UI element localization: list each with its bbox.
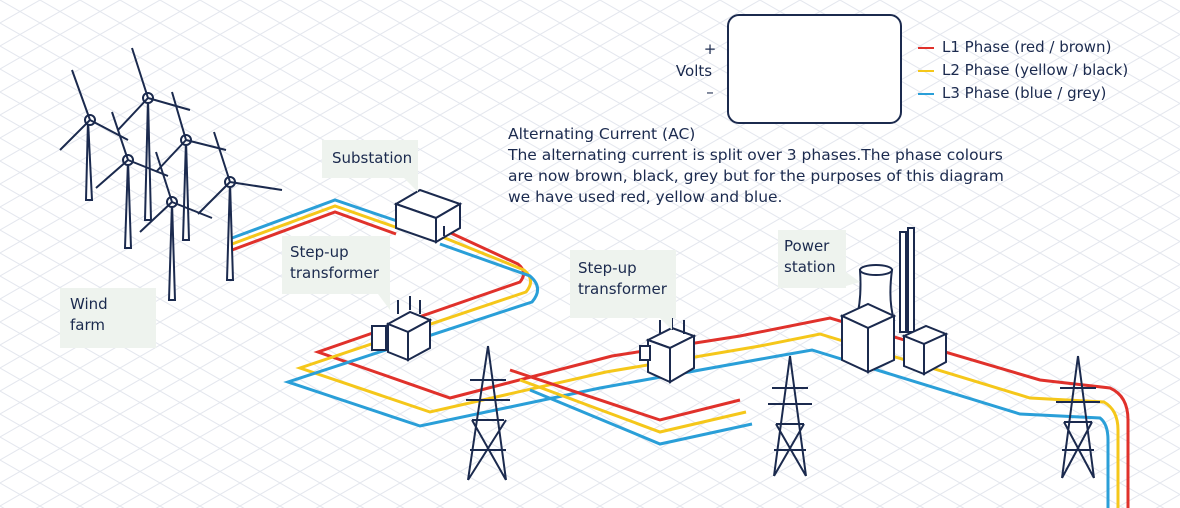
callout-power-station: Power station [778, 230, 846, 288]
power-label-2: station [784, 258, 836, 276]
l3-swatch [918, 92, 934, 95]
power-station [839, 227, 949, 376]
callout-pointer-power [846, 272, 860, 286]
callout-pointer-substation [404, 178, 418, 192]
callout-substation: Substation [322, 140, 418, 178]
legend-l2-label: L2 Phase (yellow / black) [942, 61, 1129, 79]
ac-line-2: are now brown, black, grey but for the p… [508, 167, 1004, 185]
ac-line-3: we have used red, yellow and blue. [508, 188, 783, 206]
transformer-2 [639, 316, 697, 384]
callout-pointer-stepup1 [378, 294, 390, 310]
l1-swatch [918, 46, 934, 49]
callout-stepup-1: Step-up transformer [282, 236, 390, 294]
transformer-1 [371, 296, 433, 362]
power-label-1: Power [784, 237, 830, 255]
stepup2-label-1: Step-up [578, 259, 637, 277]
ac-heading: Alternating Current (AC) [508, 125, 696, 143]
stepup2-label-2: transformer [578, 280, 667, 298]
wind-farm-label-1: Wind [70, 295, 108, 313]
wind-turbine [95, 111, 169, 249]
wind-turbine [155, 91, 227, 241]
stepup1-label-1: Step-up [290, 243, 349, 261]
pylon-3 [1056, 355, 1100, 479]
volts-label: Volts [675, 62, 713, 80]
wind-turbine [139, 151, 213, 301]
callout-pointer-stepup2 [660, 318, 672, 330]
callout-wind-farm: Wind farm [60, 288, 156, 348]
oscilloscope-frame [727, 14, 902, 124]
pylon-1 [466, 345, 510, 481]
ac-line-1: The alternating current is split over 3 … [508, 146, 1003, 164]
legend-l3: L3 Phase (blue / grey) [918, 84, 1106, 102]
stepup1-label-2: transformer [290, 264, 379, 282]
legend-l1: L1 Phase (red / brown) [918, 38, 1111, 56]
wind-farm-label-2: farm [70, 316, 105, 334]
wind-turbine [197, 131, 283, 281]
volts-minus: – [706, 83, 714, 101]
wind-turbine [117, 47, 191, 221]
legend-l1-label: L1 Phase (red / brown) [942, 38, 1112, 56]
l2-swatch [918, 69, 934, 72]
wind-turbine [59, 69, 129, 201]
ac-description: Alternating Current (AC) The alternating… [508, 124, 1048, 208]
legend-l3-label: L3 Phase (blue / grey) [942, 84, 1107, 102]
legend-l2: L2 Phase (yellow / black) [918, 61, 1128, 79]
callout-stepup-2: Step-up transformer [570, 250, 676, 318]
volts-plus: + [703, 40, 717, 58]
cable-wind-to-substation [231, 198, 401, 252]
pylon-2 [768, 355, 812, 477]
cable-to-power-station [509, 368, 753, 446]
substation-building [393, 188, 463, 244]
substation-label: Substation [332, 149, 413, 167]
wind-turbine-group [59, 47, 283, 301]
